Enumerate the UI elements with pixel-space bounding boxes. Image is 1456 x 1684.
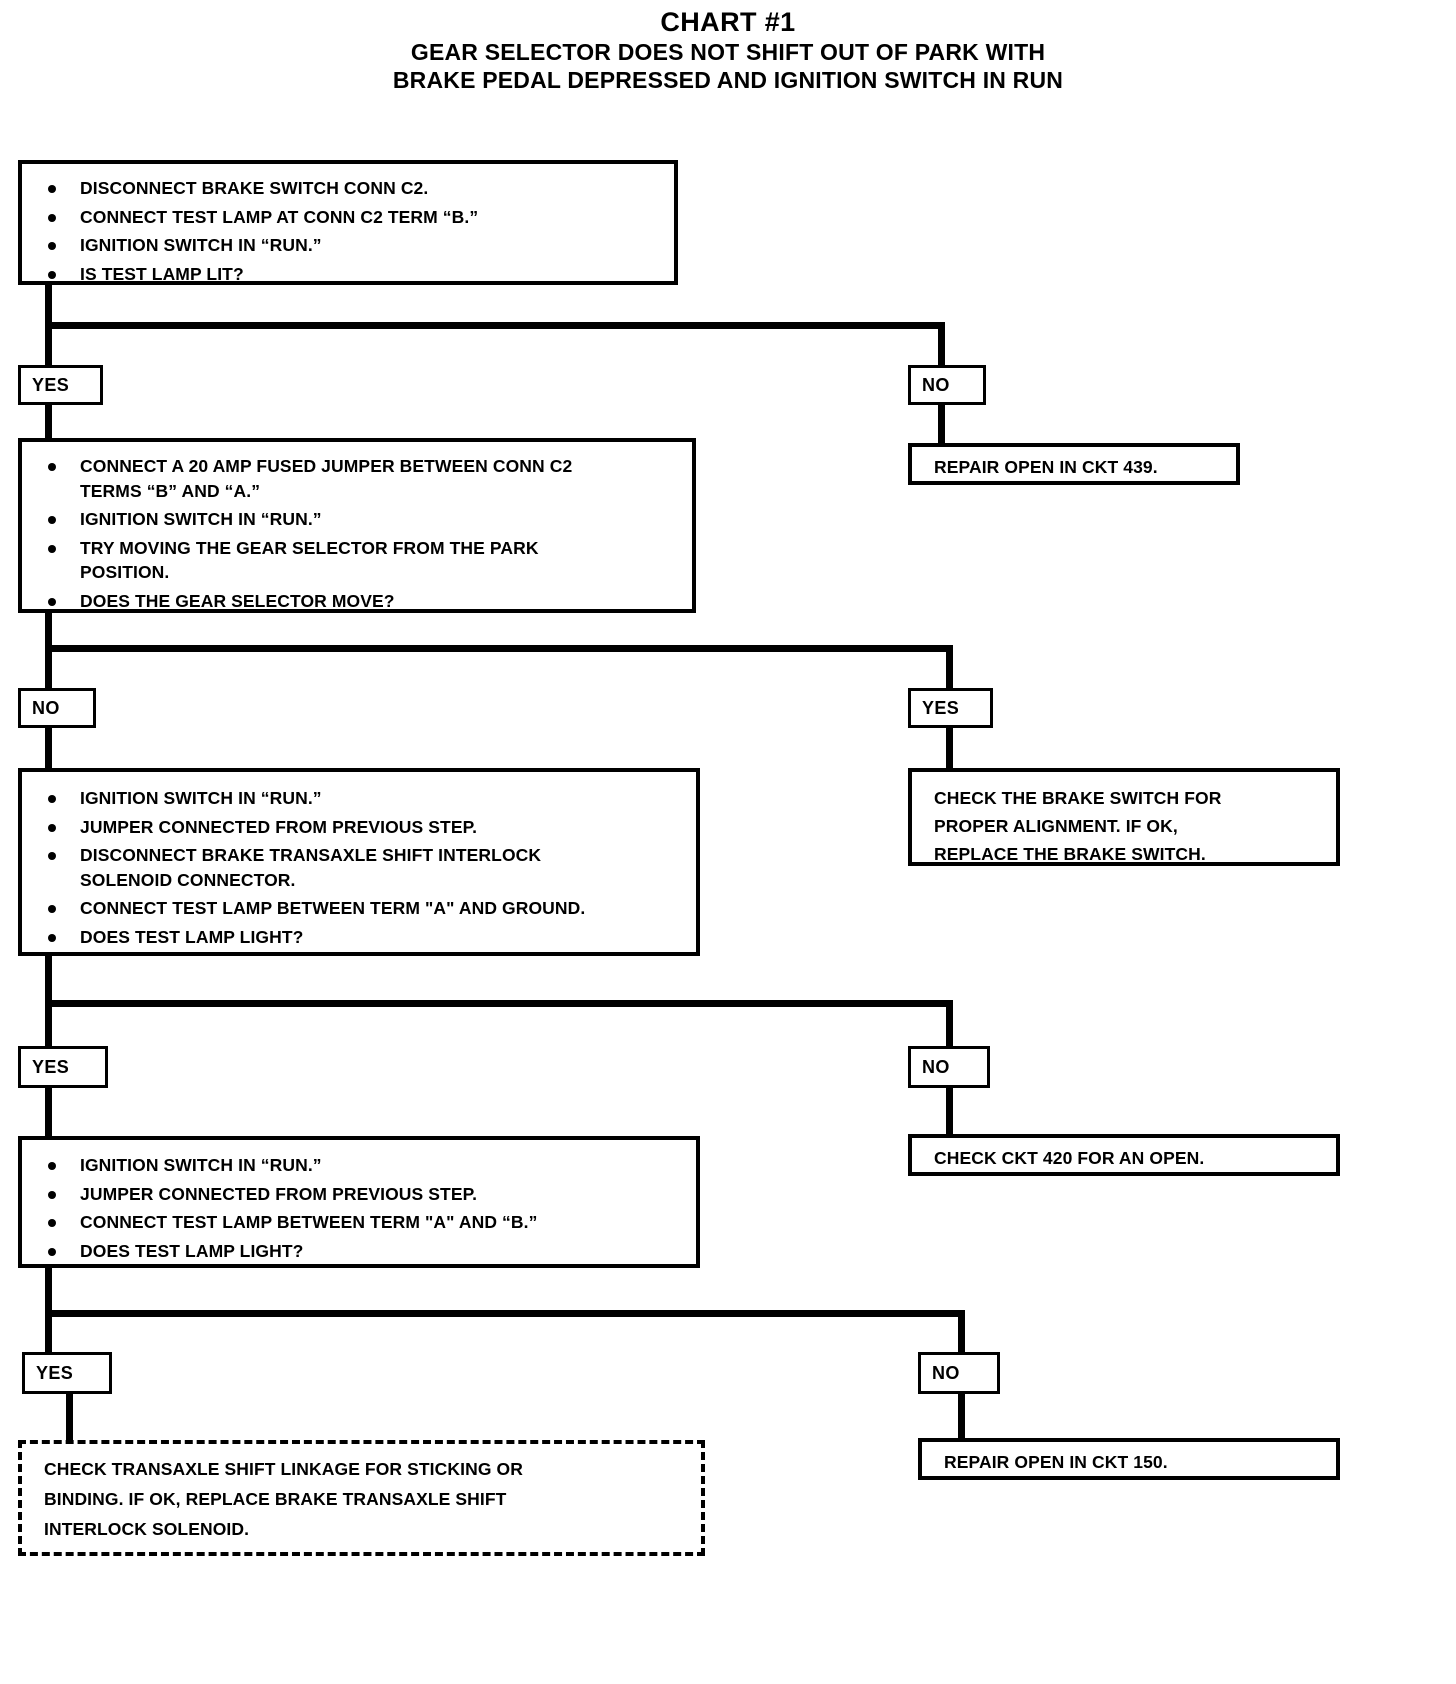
branch-label-text: NO <box>922 1056 950 1077</box>
action-text-line-2: PROPER ALIGNMENT. IF OK, <box>934 816 1178 836</box>
branch-label-text: YES <box>32 1056 70 1077</box>
branch-label-text: YES <box>922 697 960 718</box>
list-item: IGNITION SWITCH IN “RUN.” <box>22 1153 696 1178</box>
list-item: JUMPER CONNECTED FROM PREVIOUS STEP. <box>22 1182 696 1207</box>
step-2-list: CONNECT A 20 AMP FUSED JUMPER BETWEEN CO… <box>22 442 692 613</box>
action-ckt150-box: REPAIR OPEN IN CKT 150. <box>918 1438 1340 1480</box>
action-linkage-box: CHECK TRANSAXLE SHIFT LINKAGE FOR STICKI… <box>18 1440 705 1556</box>
action-text-line-3: REPLACE THE BRAKE SWITCH. <box>934 844 1206 864</box>
connector-step2-horizontal <box>45 645 953 652</box>
connector-step2-yes-down <box>946 645 953 690</box>
connector-no2-to-step3 <box>45 728 52 773</box>
connector-step3-horizontal <box>45 1000 953 1007</box>
connector-yes3-to-step4 <box>45 1088 52 1138</box>
title-line-3: BRAKE PEDAL DEPRESSED AND IGNITION SWITC… <box>392 67 1064 93</box>
branch-label-text: YES <box>32 374 70 395</box>
action-text-line-2: BINDING. IF OK, REPLACE BRAKE TRANSAXLE … <box>44 1489 507 1509</box>
branch-label-step3-no: NO <box>908 1046 990 1088</box>
list-item: CONNECT TEST LAMP BETWEEN TERM "A" AND “… <box>22 1210 696 1235</box>
step-3-box: IGNITION SWITCH IN “RUN.” JUMPER CONNECT… <box>18 768 700 956</box>
branch-label-step2-no: NO <box>18 688 96 728</box>
list-item: IS TEST LAMP LIT? <box>22 262 674 287</box>
action-text-line-1: CHECK TRANSAXLE SHIFT LINKAGE FOR STICKI… <box>44 1459 523 1479</box>
list-item: DOES THE GEAR SELECTOR MOVE? <box>22 589 692 614</box>
action-text: REPAIR OPEN IN CKT 439. <box>934 457 1158 477</box>
action-text-line-3: INTERLOCK SOLENOID. <box>44 1519 250 1539</box>
connector-no4-to-ckt150 <box>958 1394 965 1440</box>
connector-step3-yes-down <box>45 1000 52 1048</box>
connector-step2-down <box>45 613 52 651</box>
list-item: CONNECT TEST LAMP AT CONN C2 TERM “B.” <box>22 205 674 230</box>
list-item: DOES TEST LAMP LIGHT? <box>22 925 696 950</box>
branch-label-step3-yes: YES <box>18 1046 108 1088</box>
step-4-box: IGNITION SWITCH IN “RUN.” JUMPER CONNECT… <box>18 1136 700 1268</box>
list-item-continuation: TERMS “B” AND “A.” <box>80 480 261 501</box>
step-2-box: CONNECT A 20 AMP FUSED JUMPER BETWEEN CO… <box>18 438 696 613</box>
connector-step1-down <box>45 285 52 326</box>
connector-yes2-to-brake-switch <box>946 728 953 773</box>
action-text: CHECK CKT 420 FOR AN OPEN. <box>934 1148 1205 1168</box>
branch-label-text: NO <box>32 697 60 718</box>
list-item: DOES TEST LAMP LIGHT? <box>22 1239 696 1264</box>
step-4-list: IGNITION SWITCH IN “RUN.” JUMPER CONNECT… <box>22 1140 696 1263</box>
branch-label-step1-yes: YES <box>18 365 103 405</box>
connector-step1-no-down <box>938 322 945 367</box>
list-item: DISCONNECT BRAKE SWITCH CONN C2. <box>22 176 674 201</box>
connector-step4-down <box>45 1268 52 1314</box>
action-text-line-1: CHECK THE BRAKE SWITCH FOR <box>934 788 1222 808</box>
connector-yes1-to-step2 <box>45 405 52 440</box>
action-brake-switch-box: CHECK THE BRAKE SWITCH FOR PROPER ALIGNM… <box>908 768 1340 866</box>
list-item: DISCONNECT BRAKE TRANSAXLE SHIFT INTERLO… <box>22 843 696 868</box>
action-ckt420-box: CHECK CKT 420 FOR AN OPEN. <box>908 1134 1340 1176</box>
action-ckt439-box: REPAIR OPEN IN CKT 439. <box>908 443 1240 485</box>
step-1-list: DISCONNECT BRAKE SWITCH CONN C2. CONNECT… <box>22 164 674 286</box>
branch-label-text: NO <box>922 374 950 395</box>
list-item-continuation: SOLENOID CONNECTOR. <box>80 869 296 890</box>
connector-step4-yes-down <box>45 1310 52 1355</box>
connector-step2-no-down <box>45 645 52 690</box>
list-item: TRY MOVING THE GEAR SELECTOR FROM THE PA… <box>22 536 692 561</box>
branch-label-step1-no: NO <box>908 365 986 405</box>
list-item: CONNECT TEST LAMP BETWEEN TERM "A" AND G… <box>22 896 696 921</box>
action-text: REPAIR OPEN IN CKT 150. <box>944 1452 1168 1472</box>
branch-label-text: YES <box>36 1362 74 1383</box>
chart-title-block: CHART #1 GEAR SELECTOR DOES NOT SHIFT OU… <box>0 6 1456 94</box>
list-item: JUMPER CONNECTED FROM PREVIOUS STEP. <box>22 815 696 840</box>
list-item: IGNITION SWITCH IN “RUN.” <box>22 233 674 258</box>
branch-label-text: NO <box>932 1362 960 1383</box>
title-line-2: GEAR SELECTOR DOES NOT SHIFT OUT OF PARK… <box>410 39 1046 65</box>
branch-label-step4-no: NO <box>918 1352 1000 1394</box>
page-title: CHART #1 <box>660 7 796 37</box>
list-item: IGNITION SWITCH IN “RUN.” <box>22 507 692 532</box>
step-3-list: IGNITION SWITCH IN “RUN.” JUMPER CONNECT… <box>22 772 696 949</box>
branch-label-step4-yes: YES <box>22 1352 112 1394</box>
connector-step3-no-down <box>946 1000 953 1048</box>
list-item: CONNECT A 20 AMP FUSED JUMPER BETWEEN CO… <box>22 454 692 479</box>
connector-yes4-to-linkage <box>66 1394 73 1444</box>
connector-step3-down <box>45 956 52 1001</box>
connector-step1-yes-down <box>45 322 52 367</box>
connector-step4-no-down <box>958 1310 965 1355</box>
connector-no1-to-ckt439 <box>938 405 945 445</box>
connector-step1-horizontal <box>45 322 945 329</box>
list-item-continuation: POSITION. <box>80 562 170 582</box>
step-1-box: DISCONNECT BRAKE SWITCH CONN C2. CONNECT… <box>18 160 678 285</box>
connector-no3-to-ckt420 <box>946 1088 953 1136</box>
list-item: IGNITION SWITCH IN “RUN.” <box>22 786 696 811</box>
connector-step4-horizontal <box>45 1310 965 1317</box>
branch-label-step2-yes: YES <box>908 688 993 728</box>
